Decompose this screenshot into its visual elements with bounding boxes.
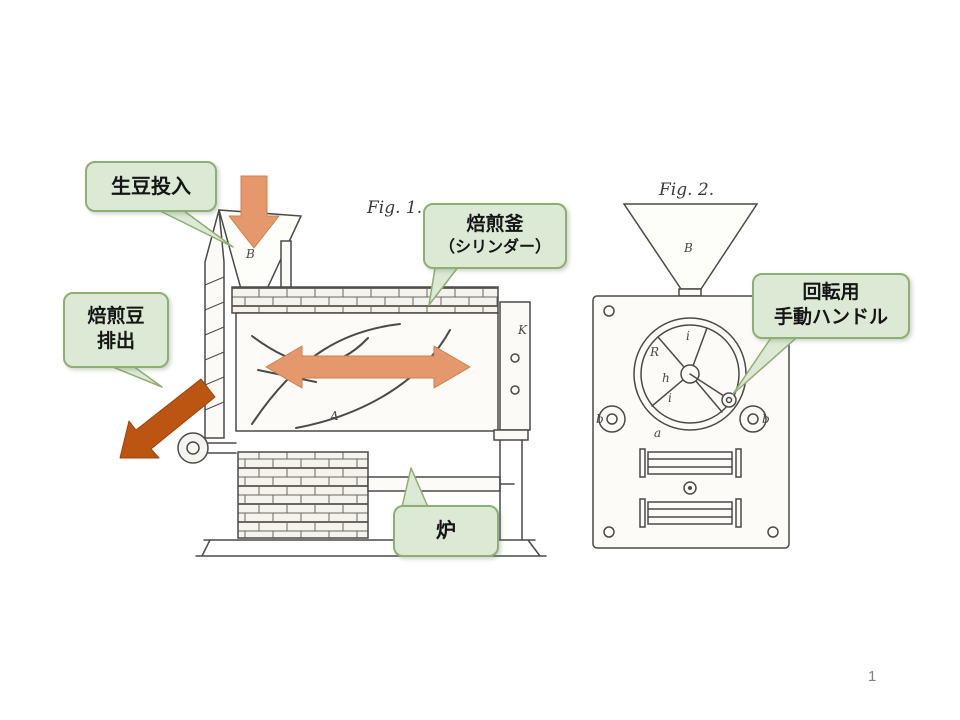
fig2-center-bolt-pin — [688, 486, 692, 490]
fig1-column-cap — [493, 429, 529, 441]
bean-discharge-arrow — [119, 378, 216, 459]
fig1-gear — [177, 432, 209, 464]
fig2-caption: Fig. 2. — [658, 180, 714, 200]
fig2-roaster-front-view — [592, 203, 790, 549]
letter-fig1-door: K — [517, 323, 528, 337]
fig2-gear-left — [598, 405, 626, 433]
fig2-center-bolt — [683, 481, 697, 495]
letter-fig2-spoke-lower: i — [668, 391, 672, 405]
callout-green-bean-input-label: 生豆投入 — [111, 175, 191, 198]
fig1-pipe — [280, 240, 292, 289]
fig1-door-knob-upper — [510, 353, 520, 363]
fig2-grate-lower — [639, 498, 742, 528]
fig1-gear-shaft — [207, 442, 237, 454]
fig2-flywheel-inner — [640, 324, 740, 424]
callout-roasted-bean-discharge-line2: 排出 — [96, 331, 135, 352]
callout-furnace: 炉 — [393, 505, 499, 557]
fig2-hopper-neck — [678, 288, 702, 297]
letter-fig1-drum: A — [329, 409, 339, 423]
letter-fig2-hopper: B — [683, 241, 693, 255]
fig1-caption: Fig. 1. — [366, 198, 422, 218]
fig1-furnace — [237, 451, 369, 539]
fig1-gear-hub — [186, 441, 200, 455]
page-number: 1 — [868, 668, 877, 685]
flow-arrows — [119, 175, 471, 459]
fig1-chute-hatch — [204, 276, 225, 411]
callout-rotation-hand-crank-line2: 手動ハンドル — [773, 307, 888, 328]
fig2-crank-arm — [689, 373, 728, 399]
callout-roasting-drum-line1: 焙煎釜 — [466, 214, 524, 236]
bean-input-down-arrow — [228, 175, 280, 249]
fig1-brick-top — [231, 286, 499, 314]
letter-fig2-spoke-upper: i — [686, 329, 690, 343]
callout-green-bean-input: 生豆投入 — [85, 161, 217, 212]
callout-roasted-bean-discharge-line1: 焙煎豆 — [87, 306, 145, 328]
callout-roasting-drum: 焙煎釜 （シリンダー） — [423, 203, 567, 269]
fig2-gear-right — [739, 405, 767, 433]
fig2-bolt-br — [767, 526, 779, 538]
letter-fig2-gear-left: b — [596, 412, 604, 426]
fig2-crank-handle-pin — [725, 396, 733, 404]
letter-fig1-hopper: B — [245, 247, 255, 261]
fig1-chute — [204, 209, 225, 439]
drum-tumble-double-arrow — [265, 345, 471, 389]
fig2-bolt-tl — [603, 305, 615, 317]
fig1-ash-pan — [367, 476, 501, 492]
fig2-gear-right-hub — [747, 413, 759, 425]
fig2-gear-left-hub — [606, 413, 618, 425]
fig1-base — [195, 539, 547, 557]
letter-fig2-gear-right: b — [762, 412, 770, 426]
fig1-door-knob-lower — [510, 385, 520, 395]
drawing-letters: B A K B R h i i b b a — [245, 241, 770, 440]
fig2-crank-handle — [721, 392, 737, 408]
fig1-door — [499, 301, 531, 431]
callout-rotation-hand-crank-line1: 回転用 — [802, 282, 860, 304]
callout-roasted-bean-discharge: 焙煎豆 排出 — [63, 292, 169, 368]
letter-fig2-hub: h — [662, 371, 670, 385]
fig2-bolt-bl — [603, 526, 615, 538]
fig1-column — [499, 439, 523, 541]
letter-fig2-wheel: R — [649, 345, 659, 359]
callout-roasting-drum-line2: （シリンダー） — [438, 238, 551, 256]
callout-rotation-hand-crank: 回転用 手動ハンドル — [752, 273, 910, 339]
fig2-panel — [592, 295, 790, 549]
letter-fig2-frame: a — [654, 426, 661, 440]
fig2-grate-upper — [639, 448, 742, 478]
callout-furnace-label: 炉 — [436, 520, 456, 542]
